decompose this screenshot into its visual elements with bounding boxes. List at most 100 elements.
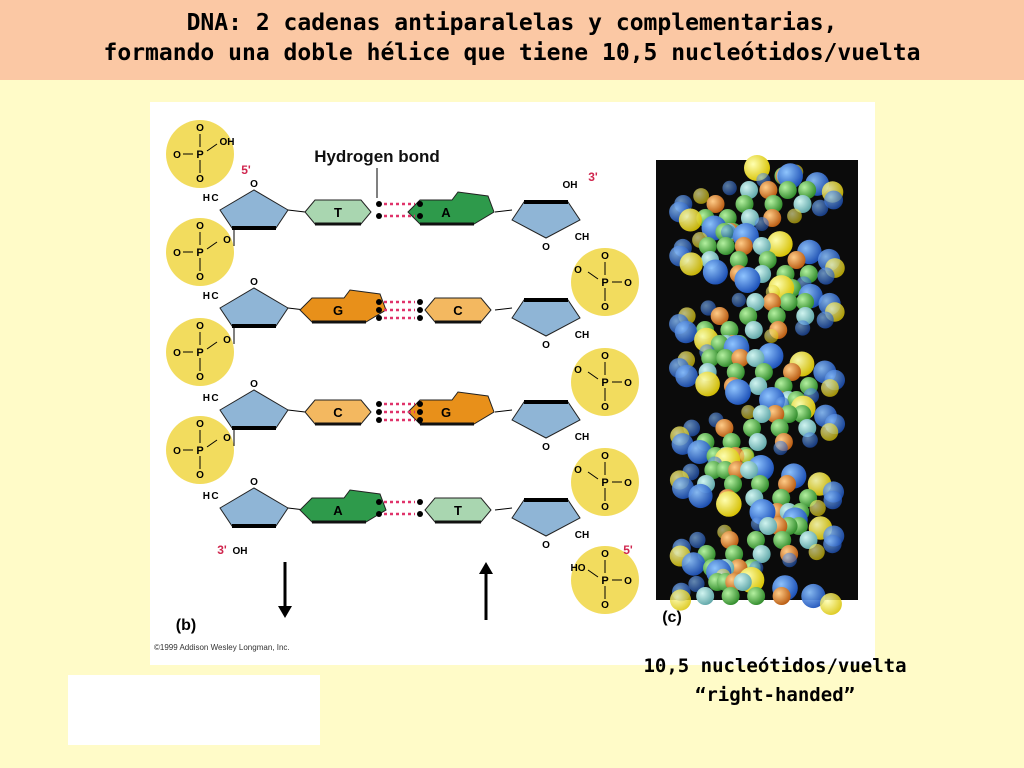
phosphate-o-label: O	[196, 221, 204, 232]
base-atom	[772, 489, 791, 507]
base-letter-label: A	[333, 503, 343, 518]
base-atom	[720, 321, 739, 339]
phosphate-o-minus-label: O	[173, 446, 181, 457]
backbone-atom	[824, 190, 844, 210]
ch2-label: CH	[575, 530, 589, 541]
atom-dot	[417, 511, 423, 517]
base-atom	[779, 293, 798, 311]
base-atom	[710, 307, 729, 325]
base-atom	[724, 475, 743, 493]
glycosidic-bond	[287, 409, 306, 413]
backbone-atom	[801, 583, 826, 609]
base-atom	[746, 531, 765, 549]
backbone-atom	[754, 216, 769, 232]
h2c-c-label: C	[211, 393, 218, 404]
backbone-atom	[734, 267, 761, 293]
bond	[206, 439, 218, 448]
base-atom	[722, 433, 741, 451]
phosphate-oh-label: O	[223, 235, 231, 246]
backbone-atom	[731, 292, 746, 308]
down-arrow-head	[278, 606, 292, 618]
atom-dot	[376, 499, 382, 505]
atom-dot	[376, 213, 382, 219]
base-letter-label: G	[441, 405, 451, 420]
backbone-atom	[689, 531, 706, 549]
phosphate-p-label: P	[196, 149, 203, 161]
base-atom	[716, 237, 735, 255]
five-prime-left: 5'	[241, 163, 251, 177]
base-atom	[772, 587, 791, 605]
h2c-label: H	[203, 393, 210, 404]
backbone-atom	[823, 534, 842, 554]
deoxyribose-sugar	[219, 389, 289, 429]
base-atom	[747, 587, 766, 605]
phosphate-p-label: P	[601, 575, 608, 587]
backbone-atom	[695, 371, 720, 397]
base-atom	[696, 587, 715, 605]
backbone-atom	[669, 589, 692, 611]
phosphate-p-label: P	[601, 277, 608, 289]
ch2-label: CH	[575, 330, 589, 341]
backbone-atom	[808, 543, 825, 561]
ring-oxygen-label: O	[542, 340, 550, 351]
ring-oxygen-label: O	[250, 277, 258, 288]
base-letter-label: G	[333, 303, 343, 318]
h2c-label: H	[203, 291, 210, 302]
ring-oxygen-label: O	[542, 242, 550, 253]
atom-dot	[417, 315, 423, 321]
phosphate-o-minus-label: O	[624, 478, 632, 489]
base-atom	[721, 587, 740, 605]
bond	[587, 471, 599, 480]
backbone-atom	[674, 320, 698, 344]
caption-line-2: “right-handed”	[694, 684, 856, 706]
slide-title: DNA: 2 cadenas antiparalelas y complemen…	[0, 0, 1024, 80]
phosphate-o-label: O	[601, 351, 609, 362]
dna-structure-diagram: POOOOHPOOOOPOOOOPOOOOPOOOOPOOOOPOOOOPOOO…	[154, 120, 858, 652]
h2c-label: H	[203, 491, 210, 502]
schematic-panel-b: POOOOHPOOOOPOOOOPOOOOPOOOOPOOOOPOOOOPOOO…	[154, 120, 682, 652]
base-atom	[726, 363, 745, 381]
bond	[206, 341, 218, 350]
atom-dot	[376, 417, 382, 423]
phosphate-halo	[166, 416, 234, 484]
atom-dot	[376, 201, 382, 207]
phosphate-halo	[166, 120, 234, 188]
base-atom	[759, 181, 778, 199]
phosphate-halo	[571, 448, 639, 516]
ch2-label: CH	[575, 432, 589, 443]
phosphate-o-label: O	[196, 419, 204, 430]
glycosidic-bond	[494, 209, 513, 213]
base-atom	[743, 419, 762, 437]
base-atom	[729, 251, 748, 269]
base-atom	[746, 293, 765, 311]
phosphate-o-minus-label: O	[624, 278, 632, 289]
phosphate-halo	[166, 318, 234, 386]
atom-dot	[376, 511, 382, 517]
atom-dot	[417, 299, 423, 305]
backbone-atom	[823, 490, 843, 510]
phosphate-o-label: O	[601, 451, 609, 462]
base-atom	[706, 195, 725, 213]
backbone-atom	[725, 379, 751, 405]
deoxyribose-sugar	[511, 401, 581, 439]
base-letter-label: T	[454, 503, 462, 518]
backbone-atom	[819, 593, 842, 615]
deoxyribose-sugar	[219, 189, 289, 229]
glycosidic-bond	[287, 209, 306, 213]
phosphate-o-label: O	[601, 251, 609, 262]
base-atom	[799, 531, 818, 549]
backbone-atom	[782, 552, 797, 568]
backbone-atom	[688, 483, 713, 509]
base-atom	[767, 307, 786, 325]
phosphate-o-label: O	[601, 502, 609, 513]
base-atom	[740, 181, 759, 199]
base-atom	[733, 573, 752, 591]
bond	[206, 143, 218, 152]
base-atom	[701, 349, 720, 367]
base-atom	[752, 545, 771, 563]
phosphate-o-label: O	[196, 321, 204, 332]
base-atom	[759, 517, 778, 535]
bond	[587, 371, 599, 380]
base-atom	[752, 237, 771, 255]
